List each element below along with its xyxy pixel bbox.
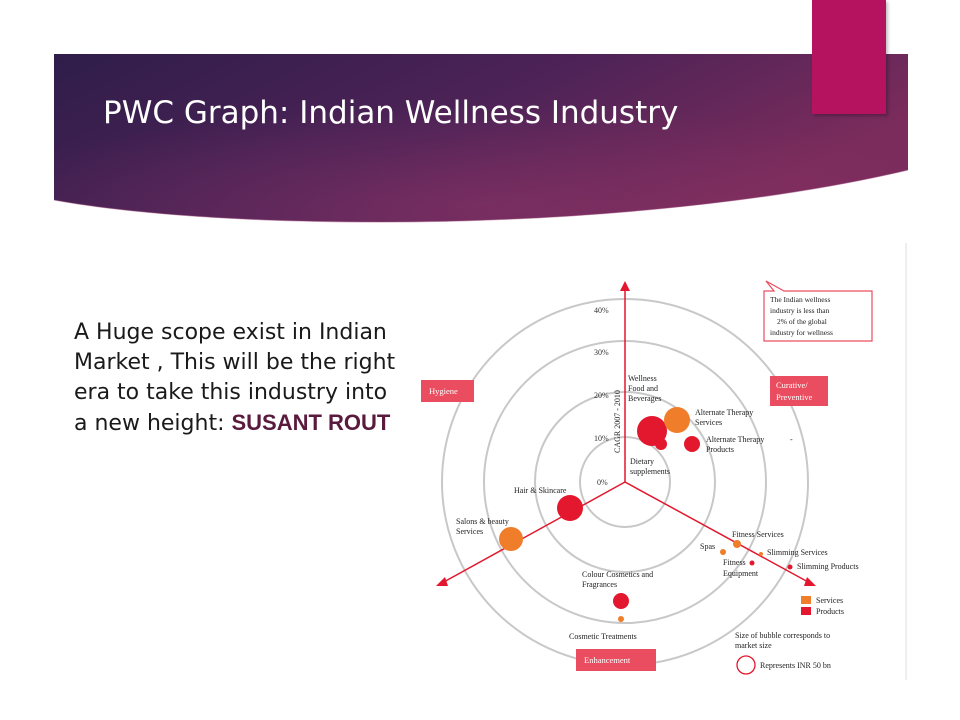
bubble-slimming-services — [759, 552, 763, 556]
callout-line-1: The Indian wellness — [770, 295, 830, 304]
arrowhead-right — [804, 577, 816, 586]
label-slimming-products: Slimming Products — [797, 562, 859, 571]
callout-box: The Indian wellness industry is less tha… — [763, 280, 873, 342]
scale-label-10: 10% — [594, 434, 609, 443]
arrowhead-left — [436, 577, 448, 586]
label-cosmetic-treatments: Cosmetic Treatments — [569, 632, 637, 641]
label-wellness-food-2: Food and — [628, 384, 658, 393]
axis-right — [624, 481, 811, 584]
label-alt-products-1: Alternate Therapy — [706, 435, 764, 444]
scale-label-0: 0% — [597, 478, 608, 487]
scale-label-30: 30% — [594, 348, 609, 357]
category-curative: Curative/ Preventive — [770, 376, 828, 406]
slide-title: PWC Graph: Indian Wellness Industry — [103, 95, 679, 131]
bubble-dietary — [655, 438, 667, 450]
label-fitness-services: Fitness Services — [732, 530, 784, 539]
scale-label-20: 20% — [594, 391, 609, 400]
bubble-alt-therapy-products — [684, 436, 700, 452]
label-colour-cosmetics-1: Colour Cosmetics and — [582, 570, 653, 579]
category-hygiene-label: Hygiene — [429, 386, 458, 396]
label-salons-1: Salons & beauty — [456, 517, 509, 526]
label-spas: Spas — [700, 542, 715, 551]
bubble-salons — [499, 527, 523, 551]
bubble-fitness-equipment — [749, 560, 755, 566]
body-text-main: A Huge scope exist in Indian Market , Th… — [74, 320, 396, 436]
label-fitness-equipment-1: Fitness — [723, 558, 746, 567]
bubble-hair-skincare — [557, 495, 583, 521]
axis-title: CAGR 2007 - 2010 — [613, 390, 622, 453]
label-dietary-1: Dietary — [630, 457, 654, 466]
label-wellness-food-3: Beverages — [628, 394, 661, 403]
bubble-colour-cosmetics — [613, 593, 629, 609]
label-alt-services-1: Alternate Therapy — [695, 408, 753, 417]
accent-tab — [812, 0, 886, 114]
label-slimming-services: Slimming Services — [767, 548, 828, 557]
author-name: SUSANT ROUT — [231, 410, 391, 435]
callout-line-2: industry is less than — [770, 306, 830, 315]
callout-line-3: 2% of the global — [777, 317, 827, 326]
label-dietary-2: supplements — [630, 467, 670, 476]
legend-size-circle — [736, 655, 756, 675]
category-enhancement-label: Enhancement — [584, 655, 631, 665]
legend-services-swatch — [801, 596, 811, 604]
category-curative-label: Curative/ — [776, 380, 808, 390]
arrowhead-up — [620, 281, 630, 291]
axis-left — [441, 481, 626, 584]
body-text: A Huge scope exist in Indian Market , Th… — [74, 318, 404, 439]
bubble-fitness-services — [733, 540, 741, 548]
scale-label-40: 40% — [594, 306, 609, 315]
label-fitness-equipment-2: Equipment — [723, 569, 759, 578]
bubble-cosmetic-treatments — [618, 616, 624, 622]
label-alt-services-2: Services — [695, 418, 722, 427]
label-alt-products-2: Products — [706, 445, 734, 454]
label-salons-2: Services — [456, 527, 483, 536]
category-enhancement: Enhancement — [576, 649, 656, 671]
label-alt-products-dash: - — [790, 435, 793, 444]
legend-products-swatch — [801, 607, 811, 615]
legend-size-note-1: Size of bubble corresponds to — [735, 631, 830, 640]
title-banner — [53, 54, 909, 223]
label-colour-cosmetics-2: Fragrances — [582, 580, 617, 589]
category-preventive-label: Preventive — [776, 392, 813, 402]
label-hair-skincare: Hair & Skincare — [514, 486, 567, 495]
label-wellness-food-1: Wellness — [628, 374, 657, 383]
bubble-alt-therapy-services — [664, 407, 690, 433]
callout-line-4: industry for wellness — [770, 328, 833, 337]
category-hygiene: Hygiene — [421, 380, 474, 402]
legend: Services Products Size of bubble corresp… — [735, 596, 844, 675]
wellness-diagram: 40% 30% 20% 10% 0% CAGR 2007 - 2010 Hygi… — [398, 243, 910, 680]
legend-services-label: Services — [816, 596, 843, 605]
legend-represents: Represents INR 50 bn — [760, 661, 831, 670]
bubble-spas — [720, 549, 726, 555]
legend-products-label: Products — [816, 607, 844, 616]
legend-size-note-2: market size — [735, 641, 772, 650]
bubble-slimming-products — [787, 564, 793, 570]
